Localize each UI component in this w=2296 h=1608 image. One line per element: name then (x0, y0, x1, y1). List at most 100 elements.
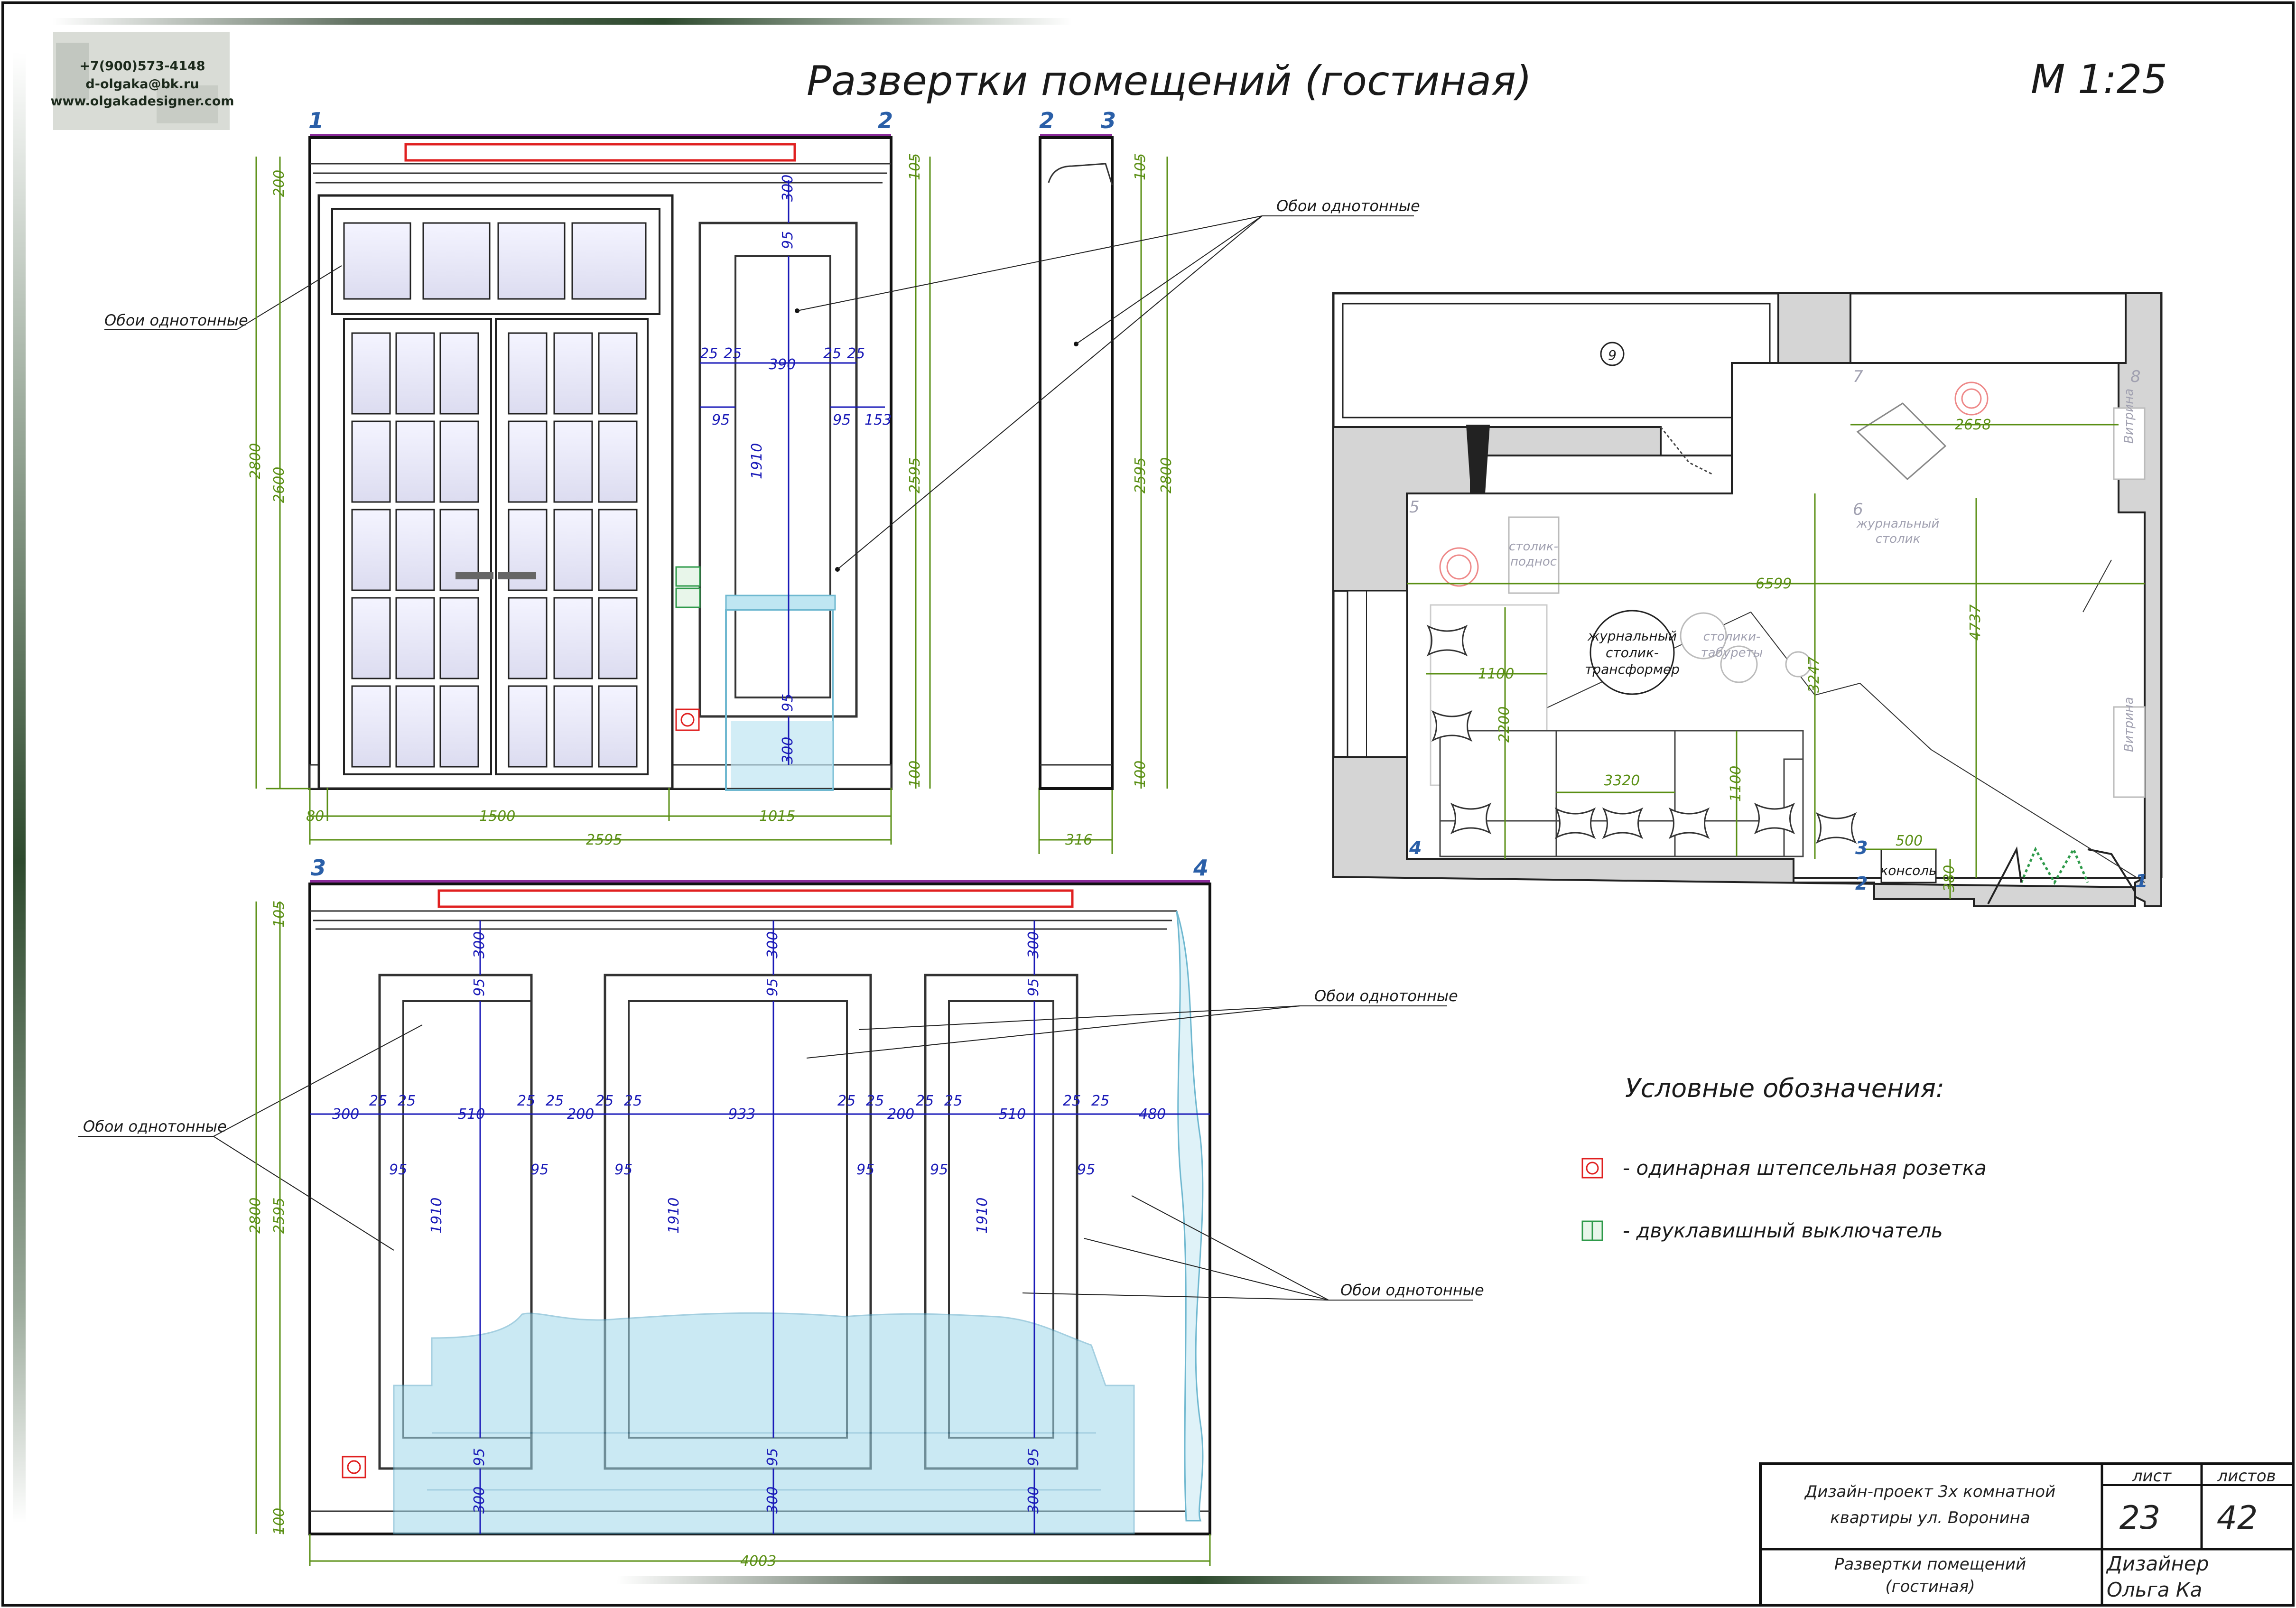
door-glass-pane (395, 597, 435, 679)
door-glass-pane (439, 597, 479, 679)
door-glass-pane (351, 509, 391, 591)
wall-molding-inner (734, 255, 831, 698)
dim-25: 25 (700, 345, 718, 362)
glass-console-base (731, 721, 833, 788)
dim-95: 95 (530, 1162, 548, 1178)
socket-icon (675, 708, 700, 731)
door-glass-pane (439, 420, 479, 503)
dim-153: 153 (864, 412, 892, 428)
dim-25: 25 (944, 1093, 962, 1109)
sofa-silhouette (393, 1312, 1135, 1534)
contact-email: d-olgaka@bk.ru (85, 77, 199, 92)
door-glass-pane (439, 332, 479, 415)
pillow (1815, 812, 1857, 844)
dim-105: 105 (907, 153, 923, 180)
door-glass-pane (395, 685, 435, 768)
dim-2800: 2800 (1158, 457, 1175, 493)
pillow (1668, 807, 1710, 839)
title-block: Дизайн-проект 3х комнатной квартиры ул. … (1759, 1462, 2295, 1607)
dim-300-bottom: 300 (764, 1487, 781, 1514)
socket-icon (342, 1456, 366, 1478)
item-vitrine: Витрина (2122, 389, 2136, 444)
legend-switch-text: - двуклавишный выключатель (1623, 1219, 1943, 1242)
dim-25: 25 (369, 1093, 387, 1109)
dim-95: 95 (614, 1162, 632, 1178)
plan-axis-8: 8 (2130, 367, 2141, 386)
dim-300-top: 300 (1025, 931, 1042, 958)
contact-phone: +7(900)573-4148 (79, 59, 205, 74)
curtain (1176, 911, 1204, 1522)
legend-switch-icon (1581, 1220, 1603, 1241)
plan-dim-1100-v: 1100 (1728, 766, 1744, 802)
dim-100: 100 (1132, 761, 1149, 788)
stamp-sheet-label: лист (2132, 1467, 2172, 1486)
bottom-gradient-bar (617, 1576, 1590, 1584)
curtain-niche-marker (437, 889, 1074, 908)
stamp-role: Дизайнер (2106, 1552, 2209, 1575)
dim-95: 95 (930, 1162, 948, 1178)
dim-4003: 4003 (740, 1553, 776, 1570)
dim-95: 95 (780, 231, 796, 249)
door-glass-pane (351, 685, 391, 768)
dim-300-top: 300 (471, 931, 488, 958)
axis-label-4: 4 (1193, 855, 1208, 881)
door-glass-pane (598, 332, 638, 415)
wallpaper-label: Обои однотонные (104, 311, 248, 329)
room-number: 9 (1608, 347, 1617, 363)
dim-1500: 1500 (479, 808, 515, 825)
item-journal: журнальный (1856, 517, 1940, 531)
door-glass-pane (553, 685, 593, 768)
double-switch-icon (675, 566, 701, 608)
door-handle-left (455, 572, 493, 579)
dim-510: 510 (458, 1106, 485, 1123)
dim-2595: 2595 (271, 1198, 288, 1234)
door-glass-pane (508, 685, 548, 768)
legend: Условные обозначения: - одинарная штепсе… (1581, 1073, 1987, 1242)
dim-105: 105 (271, 901, 288, 928)
axis-label-1: 1 (308, 108, 324, 133)
legend-title: Условные обозначения: (1625, 1073, 1944, 1103)
door-glass-pane (439, 685, 479, 768)
door-glass-pane (351, 332, 391, 415)
dim-25: 25 (517, 1093, 535, 1109)
dim-300-top: 300 (764, 931, 781, 958)
item-tray-table: столик- (1509, 539, 1558, 554)
transom-glass (422, 222, 491, 300)
stamp-sheet-number: 23 (2119, 1499, 2161, 1537)
door-panes (351, 332, 638, 768)
top-gradient-bar (52, 18, 1072, 25)
plan-furniture (1430, 381, 2146, 883)
dim-2600: 2600 (271, 467, 288, 503)
dim-2800: 2800 (247, 1198, 264, 1234)
plan-axis-4: 4 (1409, 837, 1422, 858)
dim-316: 316 (1065, 832, 1092, 848)
dim-25: 25 (847, 345, 865, 362)
dim-1015: 1015 (759, 808, 795, 825)
door-glass-pane (508, 597, 548, 679)
dim-95: 95 (1025, 978, 1042, 996)
plan-dim-3320: 3320 (1604, 772, 1640, 789)
item-coffee-table: столик- (1606, 645, 1659, 660)
plan-axis-1: 1 (2135, 871, 2147, 892)
plan-dim-4737: 4737 (1967, 604, 1984, 641)
door-glass-pane (598, 420, 638, 503)
item-tray-table: поднос (1510, 555, 1557, 569)
contact-logo: +7(900)573-4148 d-olgaka@bk.ru www.olgak… (50, 32, 234, 130)
axis-label-2: 2 (878, 108, 893, 133)
item-stools: столики- (1703, 630, 1761, 644)
stamp-sheets-total: 42 (2217, 1499, 2258, 1537)
plan-axis-2: 2 (1855, 873, 1868, 894)
dim-200: 200 (567, 1106, 594, 1123)
item-journal: столик (1876, 532, 1921, 546)
dim-25: 25 (398, 1093, 416, 1109)
door-glass-pane (351, 597, 391, 679)
dim-95: 95 (833, 412, 851, 428)
door-handle-right (498, 572, 536, 579)
wallpaper-label: Обои однотонные (1276, 197, 1420, 215)
transom-glass (497, 222, 566, 300)
room-number-badge (1600, 342, 1625, 366)
dim-300-bottom: 300 (780, 737, 796, 764)
dim-480: 480 (1139, 1106, 1166, 1123)
door-glass-pane (508, 332, 548, 415)
